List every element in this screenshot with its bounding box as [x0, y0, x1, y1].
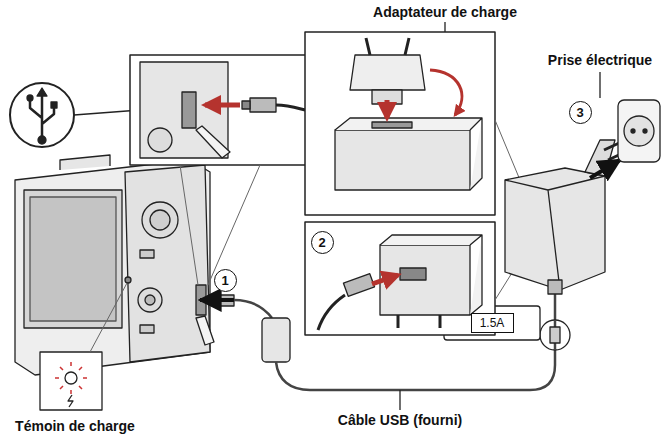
part-name: Témoin de charge: [13, 418, 137, 434]
node-text: 1: [221, 273, 228, 288]
callout-number: 3: [569, 101, 592, 124]
node-text: 1.5A: [480, 316, 505, 330]
wall-socket: [618, 100, 660, 162]
detail-inset: [130, 55, 320, 165]
usb-symbol: [10, 83, 140, 147]
part-name: Prise électrique: [546, 52, 654, 68]
plug-inset: [305, 222, 495, 335]
adapter-inset: [305, 32, 495, 215]
lamp-inset: [40, 352, 102, 410]
callout-number: 1: [214, 269, 237, 292]
ferrite-core: [262, 318, 290, 362]
camera: [15, 155, 214, 375]
rating-box: 1.5A: [471, 313, 514, 333]
callout-number: 2: [311, 231, 334, 254]
node-text: 2: [318, 235, 325, 250]
part-name: Adaptateur de charge: [371, 4, 519, 20]
part-name: Câble USB (fourni): [336, 412, 464, 428]
node-text: 3: [576, 105, 583, 120]
